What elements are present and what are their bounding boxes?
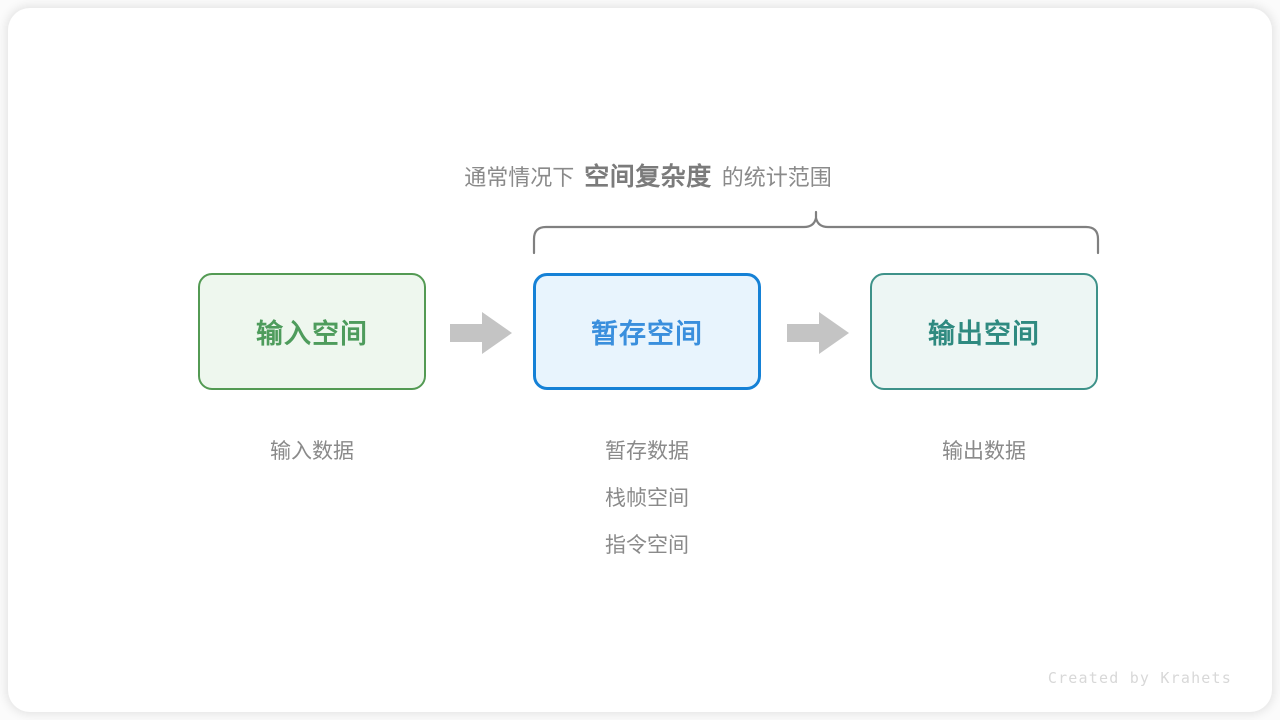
caption-suffix: 的统计范围 bbox=[721, 165, 832, 190]
arrow-right-icon bbox=[787, 312, 849, 354]
sublabel-item: 指令空间 bbox=[605, 534, 689, 557]
sublabels-input-space: 输入数据 bbox=[198, 428, 426, 475]
block-output-space[interactable]: 输出空间 bbox=[870, 273, 1098, 390]
arrow-right-icon bbox=[450, 312, 512, 354]
sublabel-item: 输出数据 bbox=[942, 440, 1026, 463]
block-input-space-label: 输入空间 bbox=[256, 319, 368, 349]
block-temp-space[interactable]: 暂存空间 bbox=[533, 273, 761, 390]
sublabel-item: 输入数据 bbox=[270, 440, 354, 463]
content-card: 通常情况下空间复杂度的统计范围 输入空间 暂存空间 输出空间 输入数据 暂存数据 bbox=[8, 8, 1272, 712]
block-output-space-label: 输出空间 bbox=[928, 319, 1040, 349]
block-input-space[interactable]: 输入空间 bbox=[198, 273, 426, 390]
caption-prefix: 通常情况下 bbox=[464, 165, 575, 190]
sublabel-item: 暂存数据 bbox=[605, 440, 689, 463]
sublabel-item: 栈帧空间 bbox=[605, 487, 689, 510]
caption-emphasis: 空间复杂度 bbox=[584, 163, 712, 191]
block-temp-space-label: 暂存空间 bbox=[591, 319, 703, 349]
brace-caption: 通常情况下空间复杂度的统计范围 bbox=[8, 156, 1280, 199]
sublabels-temp-space: 暂存数据 栈帧空间 指令空间 bbox=[533, 428, 761, 569]
scope-brace-icon bbox=[532, 210, 1100, 255]
watermark-credit: Created by Krahets bbox=[1047, 669, 1232, 687]
sublabels-output-space: 输出数据 bbox=[870, 428, 1098, 475]
